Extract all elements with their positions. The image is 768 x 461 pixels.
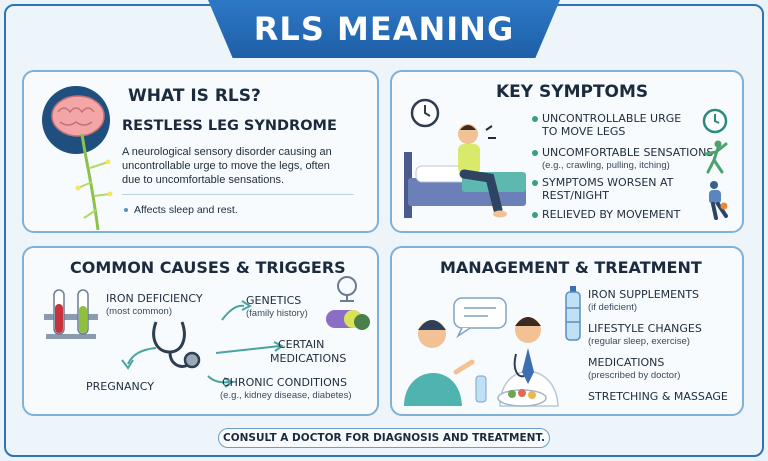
treatment-medications-sub: (prescribed by doctor) xyxy=(588,370,681,381)
cause-iron-sub: (most common) xyxy=(106,306,172,317)
symptom-bullet xyxy=(532,150,538,156)
symptom-bullet xyxy=(532,212,538,218)
symptom-sensations: UNCOMFORTABLE SENSATIONS xyxy=(542,146,714,159)
brain-nerve-icon xyxy=(42,86,113,231)
rls-description-line: uncontrollable urge to move the legs, of… xyxy=(122,160,330,172)
treatment-stretching: STRETCHING & MASSAGE xyxy=(588,390,728,403)
symptom-sensations-sub: (e.g., crawling, pulling, itching) xyxy=(542,160,670,171)
restless-person-in-bed-icon xyxy=(404,124,526,218)
test-tubes-icon xyxy=(44,289,98,339)
water-bottle-icon xyxy=(565,286,581,341)
symptom-relieved: RELIEVED BY MOVEMENT xyxy=(542,208,681,221)
management-treatment-panel: MANAGEMENT & TREATMENT IRON SUPPLEMENTS … xyxy=(390,246,744,416)
footer-note: CONSULT A DOCTOR FOR DIAGNOSIS AND TREAT… xyxy=(218,428,550,448)
causes-heading: COMMON CAUSES & TRIGGERS xyxy=(70,258,346,277)
stretching-person-icon xyxy=(704,140,728,174)
connector-arrows xyxy=(121,300,284,388)
treatment-iron: IRON SUPPLEMENTS xyxy=(588,288,700,301)
cause-medications-line2: MEDICATIONS xyxy=(270,352,347,365)
divider xyxy=(122,194,354,195)
bullet-dot xyxy=(124,208,128,212)
rls-bullet: Affects sleep and rest. xyxy=(134,204,238,216)
cause-pregnancy: PREGNANCY xyxy=(86,380,154,393)
doctor-patient-illustration xyxy=(404,297,559,407)
cause-medications: CERTAIN xyxy=(278,338,325,351)
causes-triggers-panel: COMMON CAUSES & TRIGGERS IRON DEFICIENCY… xyxy=(22,246,379,416)
what-is-rls-heading: WHAT IS RLS? xyxy=(128,86,261,106)
key-symptoms-panel: KEY SYMPTOMS UNCONTROLLABLE URGE TO MOVE… xyxy=(390,70,744,233)
stethoscope-icon xyxy=(152,321,201,369)
management-heading: MANAGEMENT & TREATMENT xyxy=(440,258,702,277)
what-is-rls-panel: WHAT IS RLS? RESTLESS LEG SYNDROME A neu… xyxy=(22,70,379,233)
title-banner: RLS MEANING xyxy=(208,0,560,58)
symptom-urge: UNCONTROLLABLE URGE xyxy=(542,112,682,125)
symptom-bullet xyxy=(532,180,538,186)
clock-icon xyxy=(410,98,440,128)
key-symptoms-heading: KEY SYMPTOMS xyxy=(496,82,649,102)
rls-description-line: A neurological sensory disorder causing … xyxy=(122,146,332,158)
cause-iron: IRON DEFICIENCY xyxy=(106,292,203,305)
treatment-lifestyle: LIFESTYLE CHANGES xyxy=(588,322,702,335)
treatment-iron-sub: (if deficient) xyxy=(588,302,638,313)
leg-massage-icon xyxy=(709,181,728,220)
pills-icon xyxy=(326,310,370,330)
clock-icon xyxy=(702,108,728,134)
treatment-medications: MEDICATIONS xyxy=(588,356,665,369)
symptom-bullet xyxy=(532,116,538,122)
what-is-rls-subheading: RESTLESS LEG SYNDROME xyxy=(122,118,337,134)
symptom-worsen: SYMPTOMS WORSEN AT xyxy=(542,176,674,189)
cause-chronic: CHRONIC CONDITIONS xyxy=(222,376,348,389)
symptom-urge-line2: TO MOVE LEGS xyxy=(542,125,626,138)
cause-genetics: GENETICS xyxy=(246,294,302,307)
rls-description-line: due to uncomfortable sensations. xyxy=(122,174,285,186)
page-title: RLS MEANING xyxy=(253,10,515,48)
symptom-worsen-line2: REST/NIGHT xyxy=(542,189,609,202)
family-tree-icon xyxy=(337,276,357,302)
treatment-lifestyle-sub: (regular sleep, exercise) xyxy=(588,336,690,347)
cause-chronic-sub: (e.g., kidney disease, diabetes) xyxy=(220,390,352,401)
cause-genetics-sub: (family history) xyxy=(246,308,308,319)
